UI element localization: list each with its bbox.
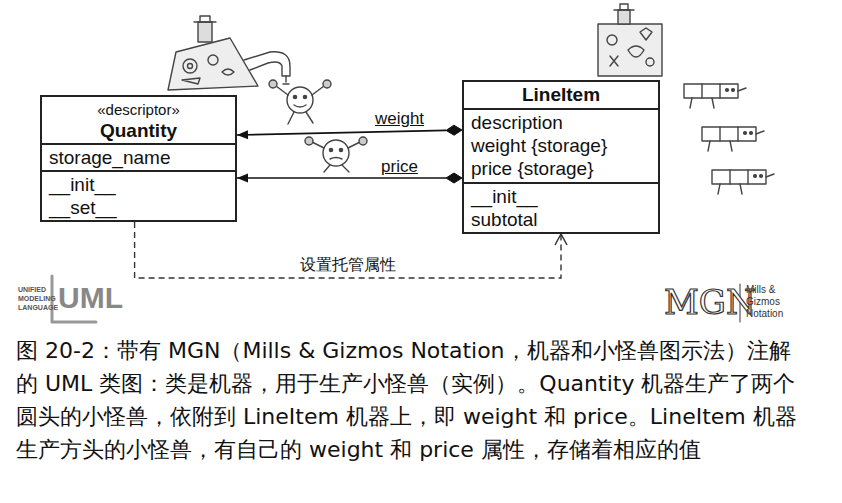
stereotype: «descriptor» xyxy=(97,100,180,119)
uml-logo-text: UNIFIED MODELING LANGUAGE xyxy=(18,285,52,312)
class-member: weight {storage} xyxy=(471,134,607,157)
class-member: storage_name xyxy=(49,146,170,169)
class-member: description xyxy=(471,111,563,134)
square-monster xyxy=(684,84,746,108)
class-box: «descriptor»Quantitystorage_name__init__… xyxy=(40,95,237,222)
square-monster xyxy=(702,127,764,151)
class-member: price {storage} xyxy=(471,157,594,180)
association-line xyxy=(237,130,446,135)
class-member: __set__ xyxy=(49,196,117,219)
arrowhead xyxy=(237,130,248,139)
class-compartment: LineItem xyxy=(464,82,658,108)
class-member: __init__ xyxy=(49,173,116,196)
class-compartment: __init__subtotal xyxy=(464,182,658,232)
association-line xyxy=(237,177,446,179)
lineitem-machine xyxy=(598,24,662,76)
arrowhead xyxy=(237,174,248,183)
composition-diamond xyxy=(446,125,462,135)
class-name: LineItem xyxy=(522,83,600,106)
open-arrowhead xyxy=(555,234,567,245)
uml-logo-letters: UML xyxy=(58,282,123,314)
edge-label: 设置托管属性 xyxy=(297,255,399,275)
class-member: __init__ xyxy=(471,185,538,208)
quantity-machine xyxy=(168,38,258,90)
round-monster xyxy=(269,80,331,124)
association-arrow xyxy=(237,125,462,139)
edge-label: price xyxy=(379,157,420,176)
class-compartment: __init____set__ xyxy=(42,170,235,220)
round-monster xyxy=(305,137,367,172)
association-arrow xyxy=(237,173,462,183)
edge-label: weight xyxy=(373,109,426,128)
composition-diamond xyxy=(446,173,462,183)
class-compartment: storage_name xyxy=(42,143,235,170)
class-member: subtotal xyxy=(471,208,538,231)
class-box: LineItemdescriptionweight {storage}price… xyxy=(462,80,660,234)
mgn-logo: MGN xyxy=(664,283,756,321)
square-monster xyxy=(712,170,774,194)
figure-caption: 图 20-2：带有 MGN（Mills & Gizmos Notation，机器… xyxy=(16,334,806,466)
class-name: Quantity xyxy=(100,119,177,142)
class-compartment: descriptionweight {storage}price {storag… xyxy=(464,108,658,182)
mgn-logo-text: Mills & Gizmos Notation xyxy=(746,284,798,320)
class-compartment: «descriptor»Quantity xyxy=(42,97,235,143)
